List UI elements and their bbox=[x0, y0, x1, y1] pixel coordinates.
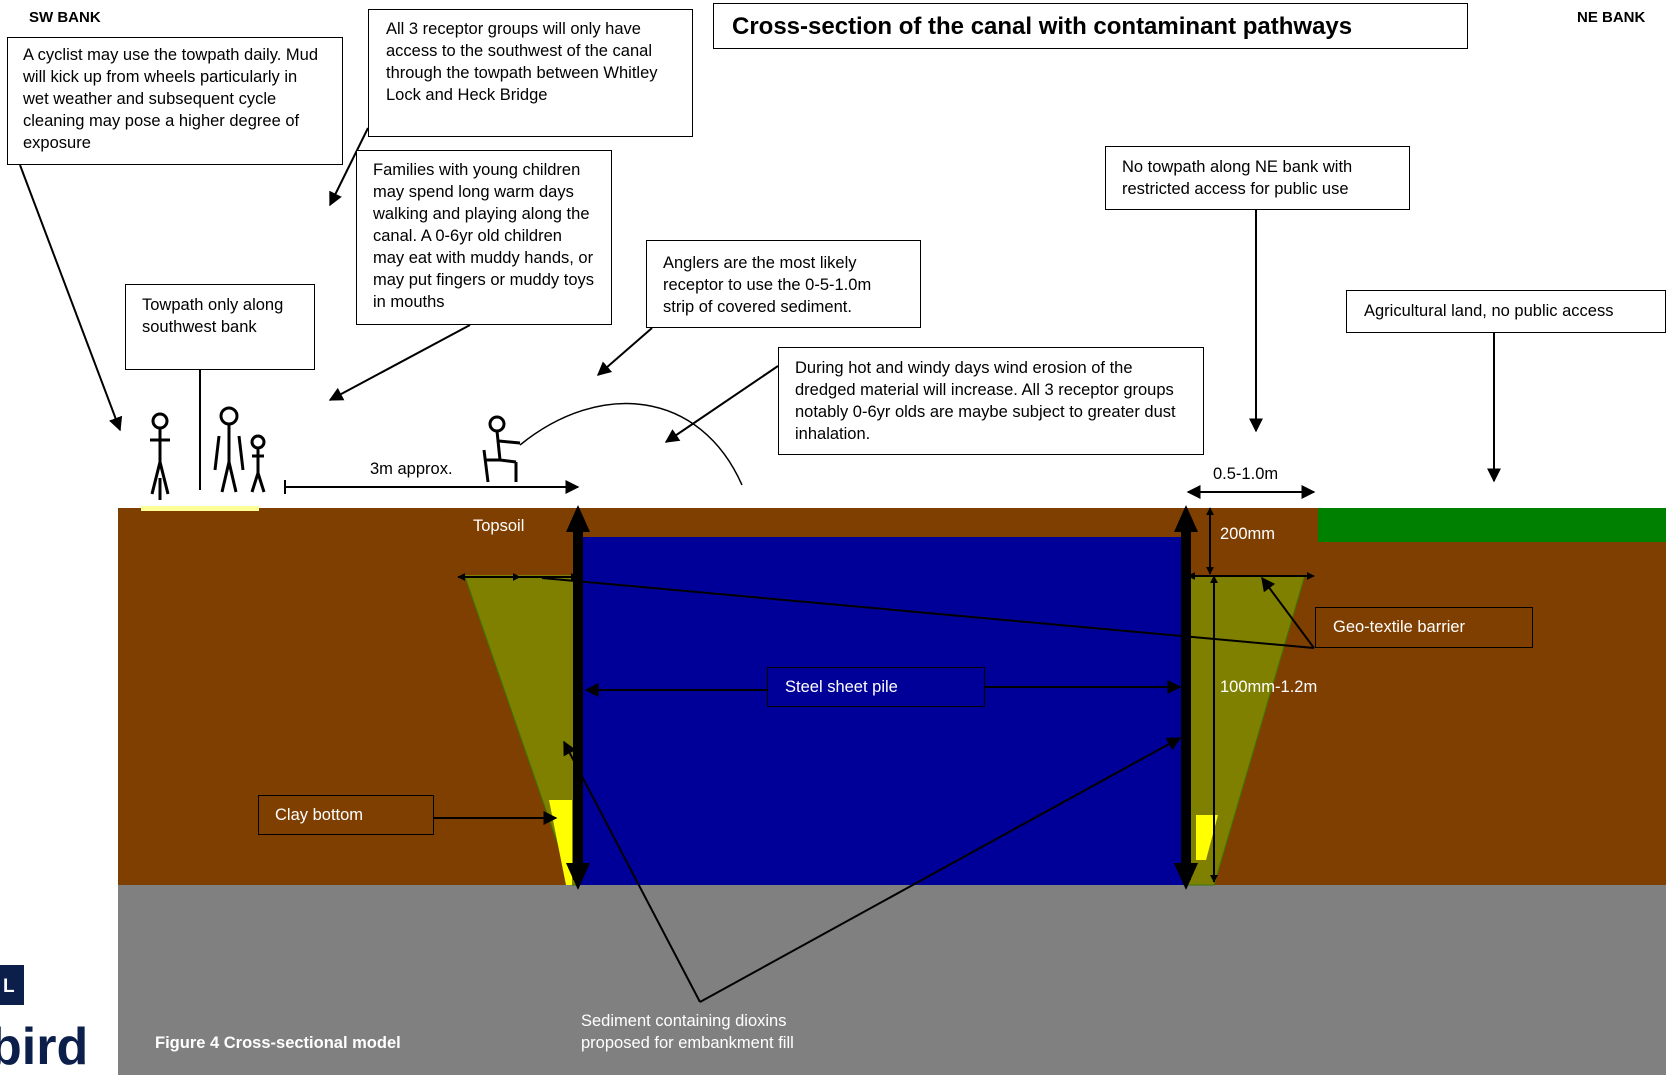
geotextile-callout: Geo-textile barrier bbox=[1315, 607, 1533, 648]
bedrock-layer bbox=[118, 885, 1666, 1075]
logo-partial: bird bbox=[0, 1018, 88, 1075]
distance-3m-label: 3m approx. bbox=[370, 460, 453, 478]
pointer-sediment-a bbox=[563, 740, 701, 1003]
steel-pile-ne-arrowhead-top bbox=[1174, 505, 1198, 532]
towpath-surface bbox=[141, 506, 259, 511]
ne-bank-label: NE BANK bbox=[1577, 9, 1646, 26]
pointer-geotextile-a bbox=[541, 577, 1315, 649]
cyclist-figure bbox=[150, 412, 170, 500]
clay-bottom-callout: Clay bottom bbox=[258, 795, 434, 835]
sediment-dioxins-label: Sediment containing dioxins proposed for… bbox=[581, 1012, 794, 1052]
receptor-groups-callout: All 3 receptor groups will only have acc… bbox=[368, 9, 693, 137]
pointer-families bbox=[328, 324, 471, 401]
towpath-callout: Towpath only along southwest bank bbox=[125, 284, 315, 370]
steel-pile-sw-arrowhead-top bbox=[566, 505, 590, 532]
families-callout: Families with young children may spend l… bbox=[356, 150, 612, 325]
figure-caption: Figure 4 Cross-sectional model bbox=[155, 1034, 401, 1052]
pointer-sediment-b bbox=[699, 737, 1182, 1003]
topsoil-depth-label: 200mm bbox=[1220, 525, 1276, 543]
grass-strip bbox=[1318, 508, 1666, 542]
steel-pile-ne-arrowhead-bottom bbox=[1174, 863, 1198, 890]
anglers-callout: Anglers are the most likely receptor to … bbox=[646, 240, 921, 328]
cyclist-callout: A cyclist may use the towpath daily. Mud… bbox=[7, 37, 343, 165]
child-figure bbox=[250, 434, 266, 493]
fishing-line bbox=[519, 402, 743, 486]
pointer-cyclist bbox=[19, 164, 123, 432]
steel-pile-callout: Steel sheet pile bbox=[767, 667, 985, 707]
no-towpath-callout: No towpath along NE bank with restricted… bbox=[1105, 146, 1410, 210]
topsoil-cap-sw bbox=[440, 508, 578, 575]
pointer-receptor-groups bbox=[329, 127, 369, 207]
logo-block bbox=[0, 965, 24, 1005]
agricultural-land-callout: Agricultural land, no public access bbox=[1346, 290, 1666, 333]
angler-figure bbox=[482, 415, 521, 483]
adult-figure bbox=[213, 406, 245, 493]
topsoil-label: Topsoil bbox=[473, 517, 525, 535]
canal-water bbox=[578, 537, 1186, 885]
sw-bank-label: SW BANK bbox=[29, 9, 101, 26]
strip-width-label: 0.5-1.0m bbox=[1213, 465, 1279, 483]
page-title: Cross-section of the canal with contamin… bbox=[713, 3, 1468, 49]
logo-mark-letter: L bbox=[3, 976, 15, 997]
pointer-anglers bbox=[596, 327, 653, 376]
sediment-depth-label: 100mm-1.2m bbox=[1220, 678, 1318, 696]
pointer-geotextile-b bbox=[1261, 576, 1315, 649]
topsoil-cap-ne bbox=[1186, 508, 1324, 575]
wind-erosion-callout: During hot and windy days wind erosion o… bbox=[778, 347, 1204, 455]
steel-pile-sw-arrowhead-bottom bbox=[566, 863, 590, 890]
pointer-wind bbox=[664, 365, 779, 443]
